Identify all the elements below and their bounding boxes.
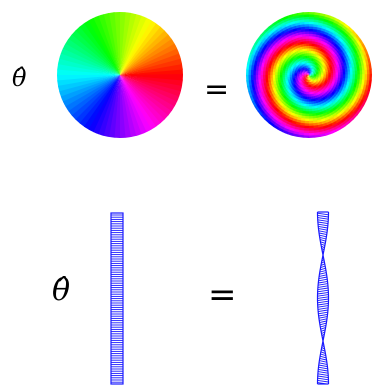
ribbon-rung — [319, 361, 326, 363]
spiral-wheel-segment — [245, 69, 248, 75]
equals-sign-top: = — [204, 72, 229, 107]
ribbon-rung — [319, 233, 327, 235]
ribbon-rung — [318, 312, 327, 314]
ribbon-rung — [320, 268, 325, 270]
ribbon-rung — [318, 374, 328, 376]
ribbon-rung — [320, 240, 326, 242]
ribbon-rung — [318, 376, 329, 378]
twisted-ribbon — [318, 212, 329, 384]
ribbon-rung — [318, 303, 329, 305]
ribbon-rung — [319, 277, 327, 279]
ribbon-rung — [318, 297, 329, 299]
ribbon-rung — [319, 275, 327, 277]
ribbon-rung — [319, 365, 328, 367]
theta-hat-symbol-top: θ̂ — [12, 64, 27, 92]
ribbon-rung — [321, 242, 326, 244]
ribbon-rung — [320, 270, 326, 272]
spiral-wheel-segment — [308, 11, 314, 14]
ribbon-rung — [318, 295, 329, 297]
ribbon-rung — [318, 306, 328, 308]
ribbon-rung — [320, 325, 326, 327]
ribbon-rung — [318, 281, 327, 283]
equals-sign-bottom: = — [208, 275, 237, 315]
theta-hat-symbol-bottom: θ̂ — [52, 273, 70, 308]
ribbon-rung — [319, 363, 327, 365]
ribbon-rung — [320, 356, 326, 358]
spiral-wheel-segment — [369, 74, 372, 80]
ribbon-rung — [320, 354, 325, 356]
ribbon-rung — [319, 314, 328, 316]
ribbon-rung — [318, 367, 327, 369]
ribbon-rung — [319, 317, 327, 319]
ribbon-rung — [319, 235, 326, 237]
ribbon-rung — [318, 308, 328, 310]
ribbon-rung — [318, 284, 328, 286]
ribbon-rung — [318, 299, 329, 301]
ribbon-rung — [319, 229, 328, 231]
color-wheel-disk — [56, 11, 183, 138]
ribbon-rung — [319, 279, 328, 281]
spiral-wheel-segment — [303, 135, 309, 138]
ribbon-rung — [320, 323, 326, 325]
ribbon-rung — [318, 378, 329, 380]
ribbon-rung — [318, 380, 329, 382]
ribbon-rung — [318, 226, 327, 228]
ribbon-rung — [318, 292, 329, 294]
ribbon-rung — [320, 273, 327, 275]
ribbon-rung — [318, 218, 329, 220]
ribbon-rung — [319, 319, 327, 321]
ribbon-rung — [318, 372, 328, 374]
ribbon-rung — [318, 288, 328, 290]
ribbon-rung — [321, 328, 326, 330]
ribbon-rung — [318, 290, 329, 292]
ribbon-rung — [320, 358, 327, 360]
ribbon-rung — [323, 253, 324, 255]
spiral-color-wheel-disk — [245, 11, 372, 138]
ribbon-rung — [323, 339, 324, 341]
flat-ribbon — [111, 213, 123, 384]
ribbon-rung — [318, 369, 328, 371]
ribbon-rung — [318, 215, 329, 217]
ribbon-rung — [320, 237, 326, 239]
ribbon-rung — [318, 301, 329, 303]
ribbon-rung — [318, 222, 328, 224]
ribbon-rung — [318, 213, 329, 215]
ribbon-rung — [318, 310, 328, 312]
ribbon-rung — [319, 231, 327, 233]
ribbon-rung — [319, 321, 326, 323]
ribbon-rung — [318, 220, 328, 222]
ribbon-rung — [318, 286, 328, 288]
ribbon-rung — [318, 224, 328, 226]
